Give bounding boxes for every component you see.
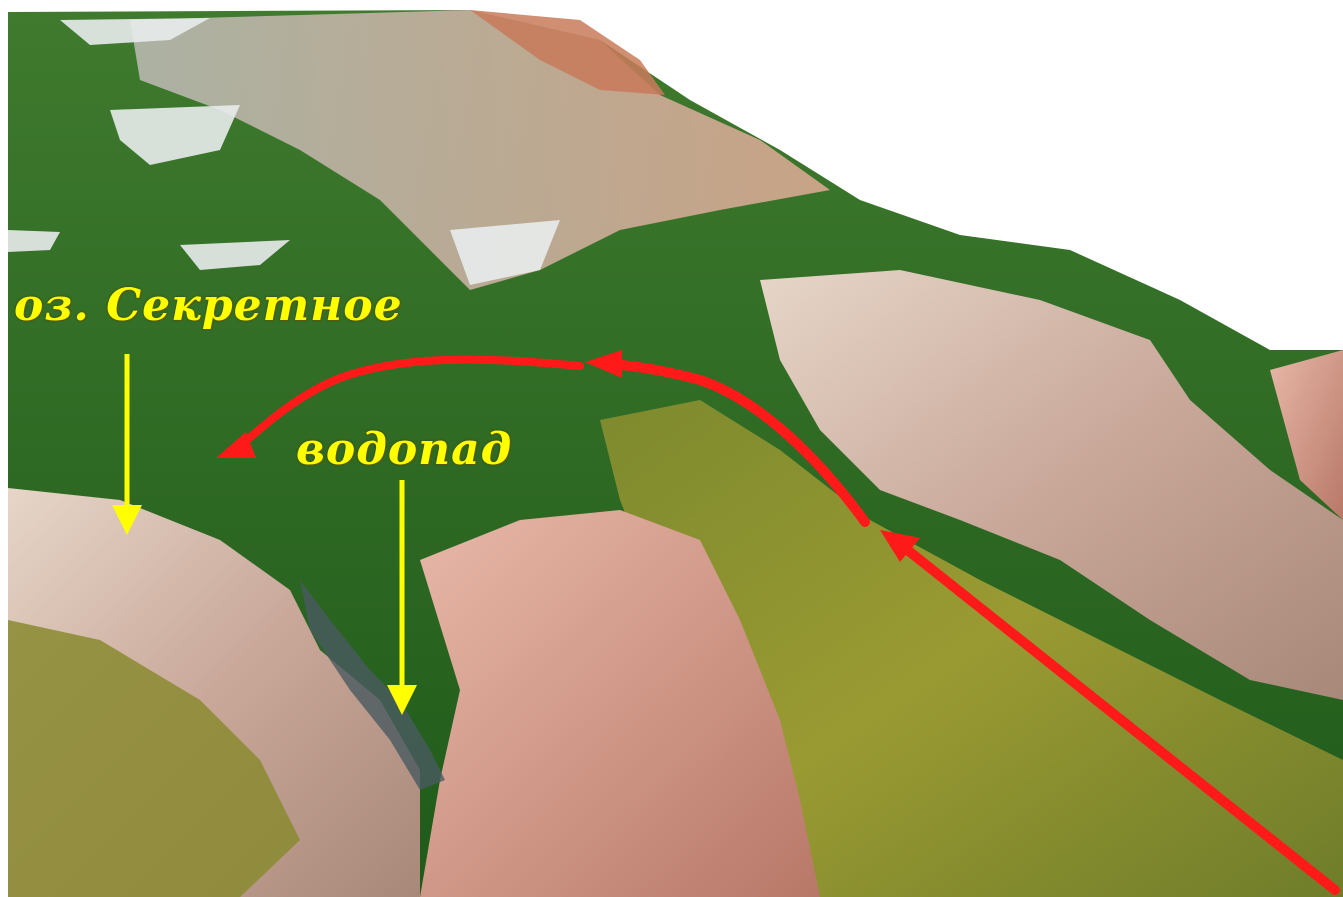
snow-patches [8,18,560,285]
summit-cliff [470,10,665,95]
waterfall-label: водопад [296,424,513,475]
lake-label: оз. Секретное [14,280,403,331]
right-cliff-band [760,270,1343,700]
far-right-cliff [1270,350,1343,520]
waterfall-stream [300,580,445,790]
summit-rocks [130,10,830,290]
left-grass-ledge [8,620,300,897]
route-arrows [216,350,1340,895]
gorge-rocks [420,510,820,897]
